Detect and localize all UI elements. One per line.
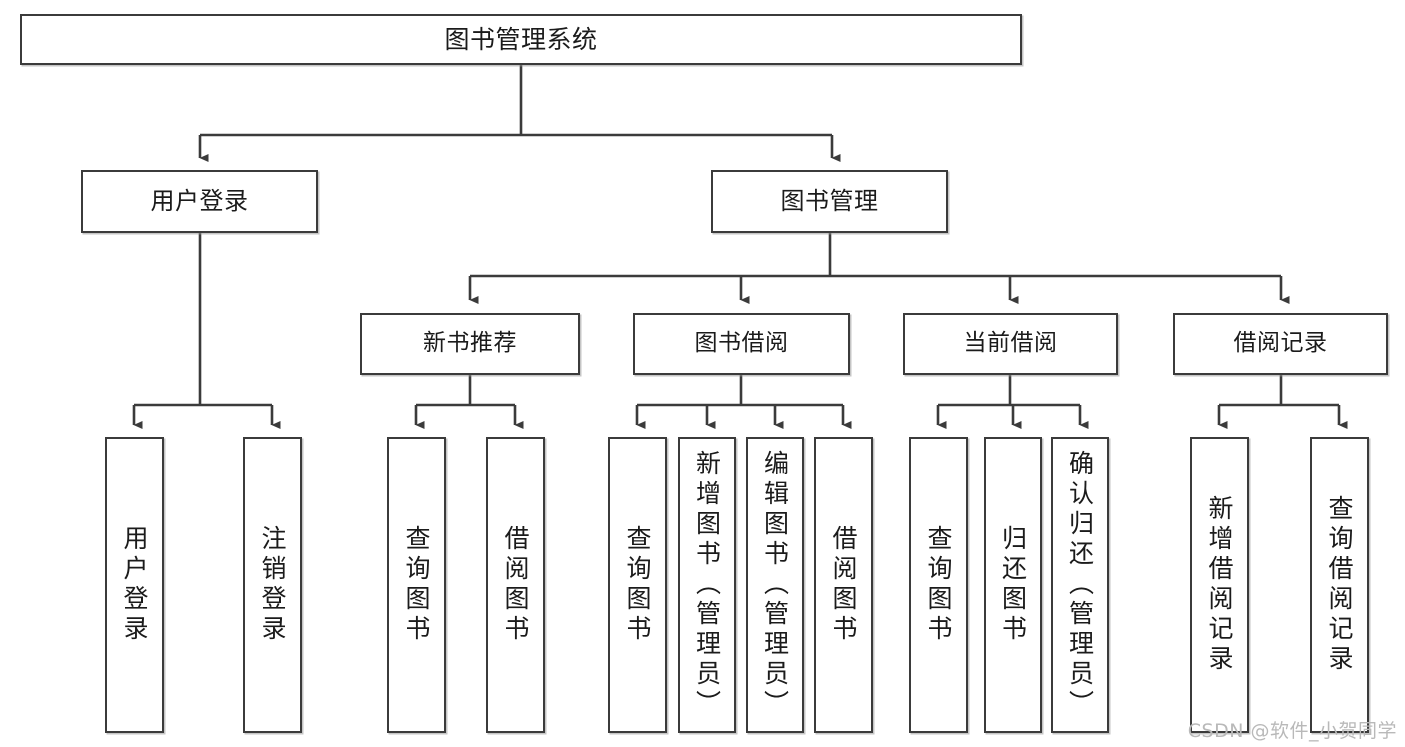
leaf-query-book-borrow-label: 查询图书: [623, 525, 652, 645]
node-borrow-record-label: 借阅记录: [1233, 330, 1328, 357]
leaf-query-book-recommend-label: 查询图书: [402, 525, 431, 645]
leaf-borrow-book-label: 借阅图书: [829, 525, 858, 645]
leaf-user-login-label: 用户登录: [120, 525, 149, 645]
watermark: CSDN @软件_小贺同学: [1187, 720, 1397, 742]
leaf-user-login[interactable]: 用户登录: [105, 437, 164, 733]
leaf-add-book-admin-label: 新增图书（管理员）: [692, 450, 722, 720]
leaf-logout-label: 注销登录: [258, 525, 287, 645]
node-new-book-recommend[interactable]: 新书推荐: [360, 313, 580, 375]
node-user-login-label: 用户登录: [150, 187, 249, 216]
leaf-borrow-book-recommend-label: 借阅图书: [501, 525, 530, 645]
leaf-borrow-book[interactable]: 借阅图书: [814, 437, 873, 733]
node-book-management[interactable]: 图书管理: [711, 170, 948, 233]
leaf-return-book[interactable]: 归还图书: [984, 437, 1042, 733]
leaf-edit-book-admin[interactable]: 编辑图书（管理员）: [746, 437, 804, 733]
node-new-book-recommend-label: 新书推荐: [423, 330, 517, 357]
leaf-borrow-book-recommend[interactable]: 借阅图书: [486, 437, 545, 733]
leaf-edit-book-admin-label: 编辑图书（管理员）: [760, 450, 790, 720]
node-borrow-record[interactable]: 借阅记录: [1173, 313, 1388, 375]
node-book-borrow[interactable]: 图书借阅: [633, 313, 850, 375]
leaf-query-book-borrow[interactable]: 查询图书: [608, 437, 667, 733]
leaf-query-book-current[interactable]: 查询图书: [909, 437, 968, 733]
leaf-return-book-label: 归还图书: [998, 525, 1028, 645]
leaf-add-borrow-record[interactable]: 新增借阅记录: [1190, 437, 1249, 733]
node-book-management-label: 图书管理: [780, 187, 879, 216]
node-user-login[interactable]: 用户登录: [81, 170, 318, 233]
leaf-confirm-return-admin[interactable]: 确认归还（管理员）: [1051, 437, 1109, 733]
node-root[interactable]: 图书管理系统: [20, 14, 1022, 65]
leaf-query-borrow-record-label: 查询借阅记录: [1325, 495, 1354, 675]
leaf-query-book-recommend[interactable]: 查询图书: [387, 437, 446, 733]
node-current-borrow[interactable]: 当前借阅: [903, 313, 1118, 375]
leaf-confirm-return-admin-label: 确认归还（管理员）: [1065, 450, 1095, 720]
leaf-query-borrow-record[interactable]: 查询借阅记录: [1310, 437, 1369, 733]
leaf-add-borrow-record-label: 新增借阅记录: [1205, 495, 1234, 675]
node-current-borrow-label: 当前借阅: [963, 330, 1058, 357]
leaf-add-book-admin[interactable]: 新增图书（管理员）: [678, 437, 736, 733]
leaf-logout[interactable]: 注销登录: [243, 437, 302, 733]
leaf-query-book-current-label: 查询图书: [924, 525, 953, 645]
node-root-label: 图书管理系统: [444, 24, 598, 54]
node-book-borrow-label: 图书借阅: [694, 330, 789, 357]
